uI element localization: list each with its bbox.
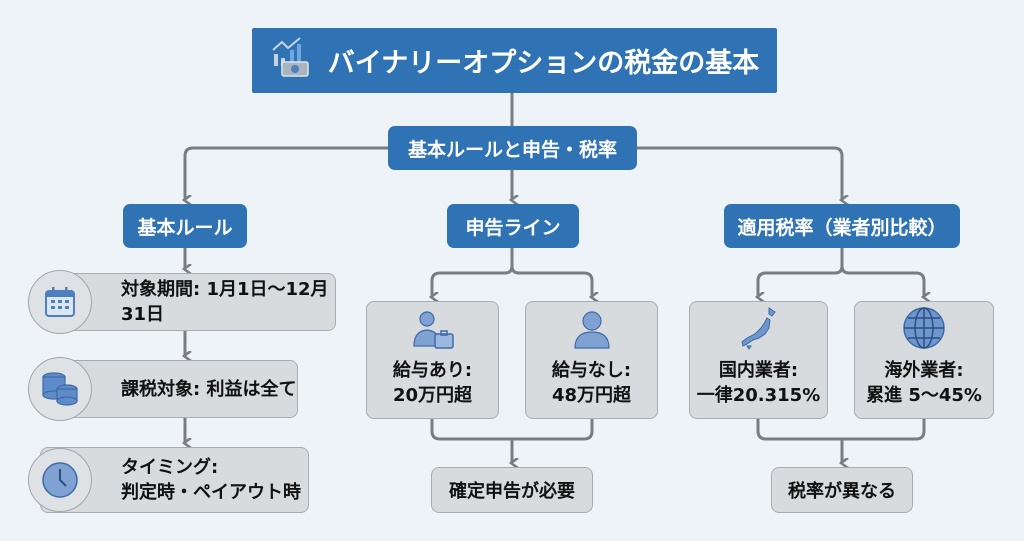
connector-sub-right — [637, 146, 842, 200]
rule-timing-line2: 判定時・ペイアウト時 — [121, 482, 301, 503]
calendar-icon-badge — [28, 270, 92, 334]
subheader: 基本ルールと申告・税率 — [388, 126, 637, 170]
rule-timing-line1: タイミング: — [121, 457, 219, 478]
chart-money-icon — [270, 36, 314, 85]
clock-icon-badge — [28, 448, 92, 512]
filing-unsalaried-line2: 48万円超 — [551, 385, 632, 406]
person-icon — [573, 311, 610, 349]
category-tax-rates: 適用税率（業者別比較） — [724, 204, 960, 248]
connector-filing-merge — [430, 419, 594, 463]
connector-rates-split — [756, 248, 924, 297]
filing-result: 確定申告が必要 — [431, 467, 593, 513]
category-basic-rules: 基本ルール — [123, 204, 247, 248]
businessman-briefcase-icon — [412, 311, 454, 349]
rate-domestic-line1: 国内業者: — [718, 360, 799, 381]
rate-card-domestic: 国内業者: 一律20.315% — [689, 301, 828, 419]
filing-salaried-line1: 給与あり: — [392, 360, 473, 381]
calendar-icon — [45, 287, 75, 317]
japan-map-icon — [740, 307, 776, 350]
rate-card-overseas: 海外業者: 累進 5〜45% — [854, 301, 994, 419]
globe-icon — [903, 307, 945, 349]
filing-card-unsalaried: 給与なし: 48万円超 — [525, 301, 658, 419]
coins-icon-badge — [28, 357, 92, 421]
connector-sub-left — [185, 146, 388, 200]
coins-icon — [42, 372, 78, 406]
rates-result: 税率が異なる — [771, 467, 913, 513]
rate-overseas-line2: 累進 5〜45% — [866, 385, 982, 406]
filing-unsalaried-line1: 給与なし: — [551, 360, 632, 381]
rate-domestic-line2: 一律20.315% — [696, 385, 821, 406]
main-title-banner: バイナリーオプションの税金の基本 — [252, 28, 777, 93]
filing-salaried-line2: 20万円超 — [392, 385, 473, 406]
filing-card-salaried: 給与あり: 20万円超 — [366, 301, 499, 419]
clock-icon — [42, 462, 78, 498]
category-filing-line: 申告ライン — [447, 204, 579, 248]
rule-taxable-text: 課税対象: 利益は全て — [121, 378, 297, 400]
connector-rates-merge — [756, 419, 926, 463]
rate-overseas-line1: 海外業者: — [884, 360, 964, 381]
rule-period-text: 対象期間: 1月1日〜12月31日 — [121, 279, 329, 325]
connector-filing-split — [430, 248, 592, 297]
main-title: バイナリーオプションの税金の基本 — [327, 48, 760, 79]
rule-timing: タイミング: 判定時・ペイアウト時 — [40, 447, 309, 513]
